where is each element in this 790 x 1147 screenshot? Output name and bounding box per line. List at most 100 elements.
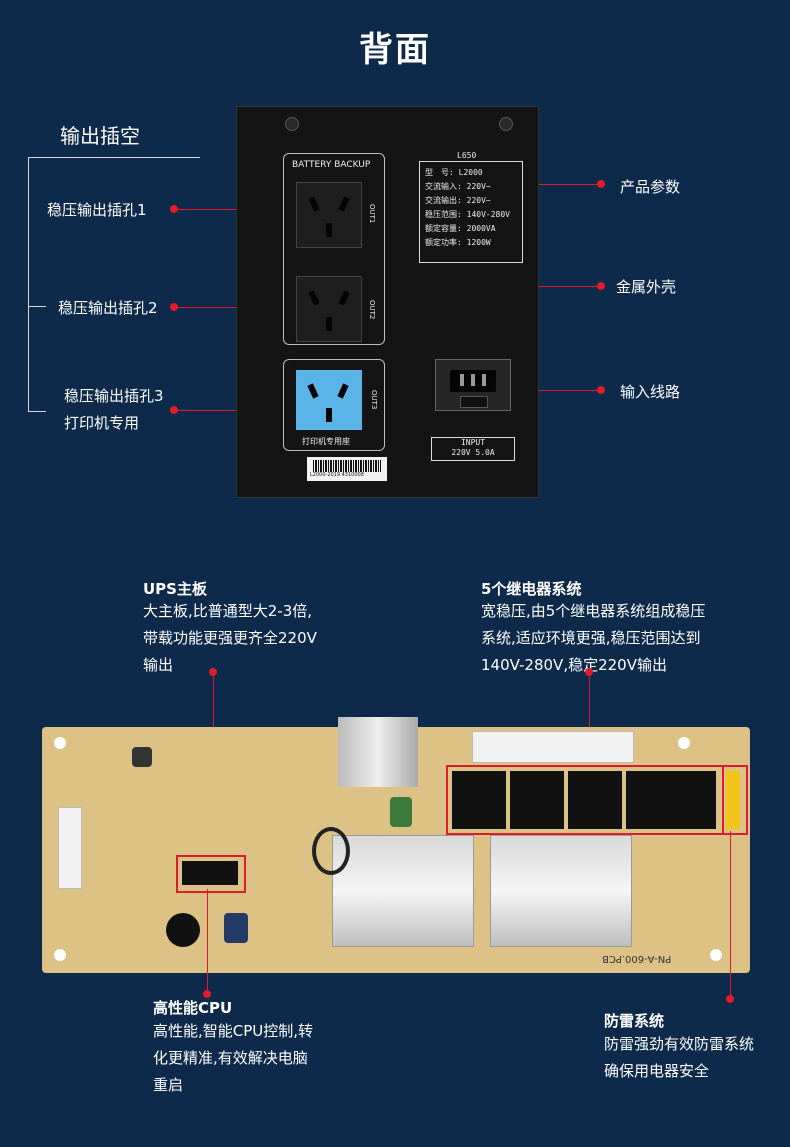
pointer-dot-socket2 <box>170 303 178 311</box>
spec-line: 稳压范围: 140V-280V <box>425 210 510 219</box>
barcode-icon <box>313 460 381 472</box>
spec-lines: 型 号: L2000 交流输入: 220V~ 交流输出: 220V~ 稳压范围: 14… <box>420 162 522 254</box>
relay-desc-line3: 140V-280V,稳定220V输出 <box>481 656 667 674</box>
cpu-desc-line1: 高性能,智能CPU控制,转 <box>153 1022 314 1040</box>
pointer-line-relay <box>589 672 590 768</box>
relay-3 <box>568 771 622 829</box>
label-params: 产品参数 <box>620 178 681 196</box>
cpu-desc-line3: 重启 <box>153 1076 184 1094</box>
bracket-tick-2 <box>28 306 46 307</box>
left-bracket-line <box>28 157 29 412</box>
pointer-dot-input <box>597 386 605 394</box>
pointer-line-surge <box>730 831 731 999</box>
battery-backup-label: BATTERY BACKUP <box>292 160 371 170</box>
surge-desc: 防雷强劲有效防雷系统 确保用电器安全 <box>604 1031 754 1085</box>
cpu-chip <box>182 861 238 885</box>
page-title: 背面 <box>359 30 431 70</box>
spec-line: 交流输出: 220V~ <box>425 196 491 205</box>
relay-title: 5个继电器系统 <box>481 580 582 598</box>
spec-line: 额定功率: 1200W <box>425 238 491 247</box>
relay-desc-line2: 系统,适应环境更强,稳压范围达到 <box>481 629 701 647</box>
relay-desc-line1: 宽稳压,由5个继电器系统组成稳压 <box>481 602 706 620</box>
label-input: 输入线路 <box>620 383 681 401</box>
pointer-dot-relay <box>585 668 593 676</box>
relay-desc: 宽稳压,由5个继电器系统组成稳压 系统,适应环境更强,稳压范围达到 140V-2… <box>481 598 705 679</box>
pcb-silkscreen: PN-A-600.PCB <box>602 953 672 964</box>
pointer-dot-shell <box>597 282 605 290</box>
ups-desc-line3: 输出 <box>143 656 174 674</box>
ups-desc-line1: 大主板,比普通型大2-3倍, <box>143 602 313 620</box>
pointer-dot-params <box>597 180 605 188</box>
heat-sink-left <box>332 835 474 947</box>
printer-socket-group: OUT3 打印机专用座 <box>283 359 385 451</box>
pointer-line-ups <box>213 672 214 776</box>
label-shell: 金属外壳 <box>616 278 677 296</box>
mount-hole <box>710 949 722 961</box>
mount-hole <box>54 949 66 961</box>
relay-highlight-box <box>446 765 724 835</box>
spec-model: L650 <box>457 151 477 160</box>
small-heat-sink <box>338 717 418 787</box>
spec-line: 额定容量: 2000VA <box>425 224 496 233</box>
ups-desc-line2: 带载功能更强更齐全220V <box>143 629 317 647</box>
ups-desc: 大主板,比普通型大2-3倍, 带载功能更强更齐全220V 输出 <box>143 598 317 679</box>
out1-label: OUT1 <box>368 204 376 224</box>
input-power-socket <box>435 359 511 411</box>
label-socket1: 稳压输出插孔1 <box>47 201 147 219</box>
input-rating-label: INPUT 220V 5.0A <box>431 437 515 461</box>
pointer-line-shell <box>487 286 601 287</box>
cpu-desc: 高性能,智能CPU控制,转 化更精准,有效解决电脑 重启 <box>153 1018 313 1099</box>
printer-socket-label: 打印机专用座 <box>302 437 350 446</box>
bracket-tick-3 <box>28 411 46 412</box>
pointer-dot-socket3 <box>170 406 178 414</box>
pointer-dot-surge <box>726 995 734 1003</box>
relay-2 <box>510 771 564 829</box>
wire-connector <box>58 807 82 889</box>
out3-label: OUT3 <box>370 390 378 410</box>
spec-line: 交流输入: 220V~ <box>425 182 491 191</box>
spec-line: 型 号: L2000 <box>425 168 483 177</box>
label-socket2: 稳压输出插孔2 <box>58 299 158 317</box>
surge-protector <box>726 771 740 829</box>
cpu-title: 高性能CPU <box>153 999 233 1017</box>
socket-out2 <box>296 276 362 342</box>
socket-out3 <box>296 370 362 430</box>
input-label-2: 220V 5.0A <box>451 448 495 457</box>
surge-title: 防雷系统 <box>604 1012 665 1030</box>
transistor <box>132 747 152 767</box>
barcode-sticker: L2000-2019.4310008 <box>307 457 387 481</box>
cpu-desc-line2: 化更精准,有效解决电脑 <box>153 1049 308 1067</box>
heat-sink-right <box>490 835 632 947</box>
cpu-highlight-box <box>176 855 246 893</box>
ups-title: UPS主板 <box>143 580 207 598</box>
screw-left <box>285 117 299 131</box>
inductor-coil <box>312 827 350 875</box>
input-label-1: INPUT <box>460 438 486 447</box>
pointer-dot-socket1 <box>170 205 178 213</box>
out2-label: OUT2 <box>368 300 376 320</box>
label-socket3-line2: 打印机专用 <box>64 414 140 432</box>
relay-1 <box>452 771 506 829</box>
section-underline <box>28 157 200 158</box>
socket-out1 <box>296 182 362 248</box>
pointer-dot-ups <box>209 668 217 676</box>
device-back-panel: BATTERY BACKUP OUT1 OUT2 OUT3 打印机专用座 L20… <box>236 106 539 498</box>
mount-hole <box>54 737 66 749</box>
screw-right <box>499 117 513 131</box>
section-label-output: 输出插空 <box>60 124 140 148</box>
surge-desc-line2: 确保用电器安全 <box>604 1062 710 1080</box>
pointer-dot-cpu <box>203 990 211 998</box>
capacitor <box>224 913 248 943</box>
mount-hole <box>678 737 690 749</box>
top-connector <box>472 731 634 763</box>
ups-main-board: PN-A-600.PCB <box>42 717 750 973</box>
buzzer <box>166 913 200 947</box>
surge-highlight-box <box>722 765 748 835</box>
pointer-line-cpu <box>207 889 208 993</box>
capacitor <box>390 797 412 827</box>
relay-5 <box>670 771 716 829</box>
label-socket3-line1: 稳压输出插孔3 <box>64 387 164 405</box>
surge-desc-line1: 防雷强劲有效防雷系统 <box>604 1035 755 1053</box>
battery-backup-group: BATTERY BACKUP OUT1 OUT2 <box>283 153 385 345</box>
spec-label: 型 号: L2000 交流输入: 220V~ 交流输出: 220V~ 稳压范围: 14… <box>419 161 523 263</box>
